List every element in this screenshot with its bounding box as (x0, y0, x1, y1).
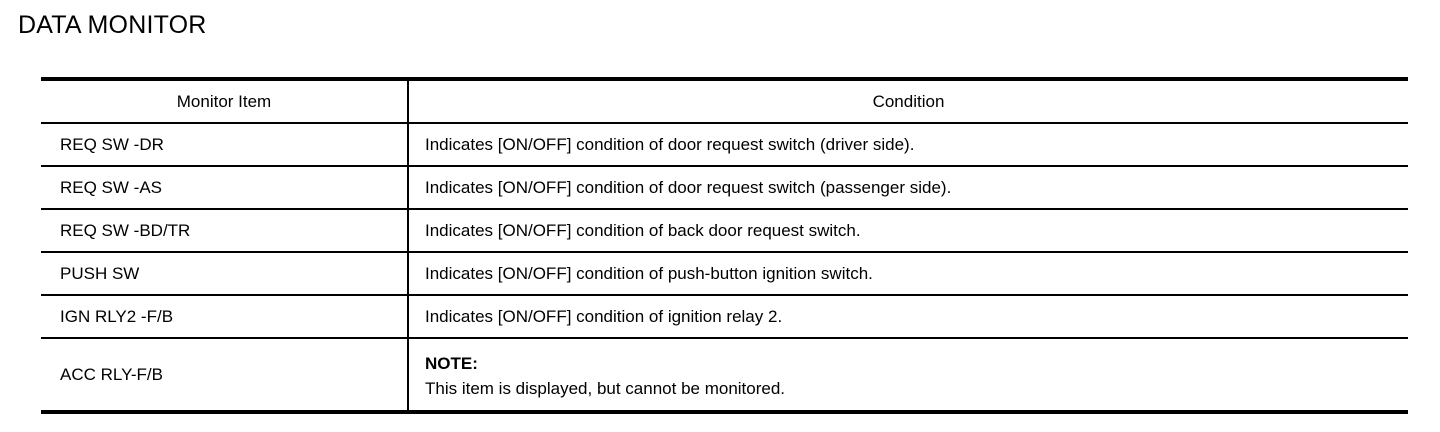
monitor-item-condition: Indicates [ON/OFF] condition of ignition… (408, 295, 1408, 339)
table-row: IGN RLY2 -F/B Indicates [ON/OFF] conditi… (41, 295, 1408, 339)
note-body: This item is displayed, but cannot be mo… (425, 378, 786, 398)
monitor-item-condition: Indicates [ON/OFF] condition of back doo… (408, 209, 1408, 253)
column-header-condition: Condition (408, 77, 1408, 124)
monitor-item-name: REQ SW -DR (41, 123, 409, 167)
monitor-item-name: IGN RLY2 -F/B (41, 295, 409, 339)
monitor-item-name: REQ SW -BD/TR (41, 209, 409, 253)
table-body: REQ SW -DR Indicates [ON/OFF] condition … (41, 123, 1408, 414)
table-row: PUSH SW Indicates [ON/OFF] condition of … (41, 252, 1408, 296)
monitor-item-name: REQ SW -AS (41, 166, 409, 210)
page-title: DATA MONITOR (18, 11, 207, 39)
table-header-row: Monitor Item Condition (41, 77, 1408, 124)
data-monitor-table-container: Monitor Item Condition REQ SW -DR Indica… (41, 77, 1408, 414)
monitor-item-condition-note: NOTE: This item is displayed, but cannot… (408, 338, 1408, 414)
monitor-item-name: PUSH SW (41, 252, 409, 296)
monitor-item-condition: Indicates [ON/OFF] condition of door req… (408, 123, 1408, 167)
table-row: REQ SW -BD/TR Indicates [ON/OFF] conditi… (41, 209, 1408, 253)
note-label: NOTE: (425, 353, 478, 373)
monitor-item-condition: Indicates [ON/OFF] condition of door req… (408, 166, 1408, 210)
monitor-item-condition: Indicates [ON/OFF] condition of push-but… (408, 252, 1408, 296)
table-row: REQ SW -AS Indicates [ON/OFF] condition … (41, 166, 1408, 210)
table-header: Monitor Item Condition (41, 77, 1408, 124)
column-header-monitor-item: Monitor Item (41, 77, 409, 124)
table-row: REQ SW -DR Indicates [ON/OFF] condition … (41, 123, 1408, 167)
data-monitor-table: Monitor Item Condition REQ SW -DR Indica… (41, 77, 1408, 414)
monitor-item-name: ACC RLY-F/B (41, 338, 409, 414)
table-row: ACC RLY-F/B NOTE: This item is displayed… (41, 338, 1408, 414)
